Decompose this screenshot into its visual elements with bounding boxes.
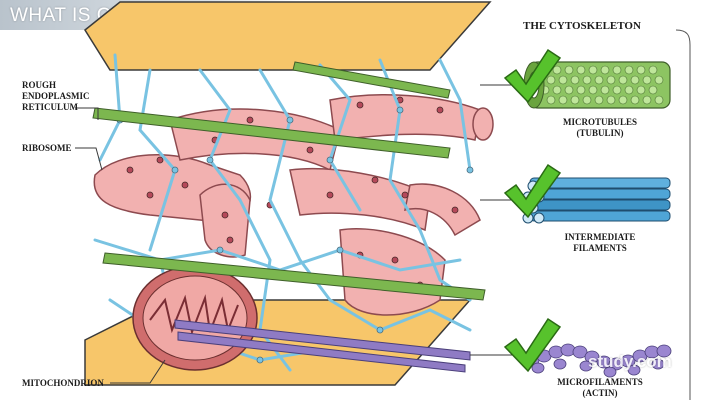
label-rough-er-line2: ENDOPLASMIC: [22, 91, 90, 101]
microtubule-rods: [92, 61, 486, 301]
label-rough-er-line3: RETICULUM: [22, 102, 79, 112]
label-microtubules-sub: (TUBULIN): [576, 128, 624, 138]
check-icon-3: [503, 317, 562, 373]
mitochondrion-shape: [132, 265, 258, 371]
label-microtubules: MICROTUBULES (TUBULIN): [530, 117, 670, 139]
actin-rods: [174, 319, 471, 373]
label-intermediate-sub: FILAMENTS: [573, 243, 627, 253]
label-rough-er-line1: ROUGH: [22, 80, 57, 90]
check-icons: [503, 48, 562, 373]
microtubule-illustration: [523, 61, 671, 109]
label-intermediate: INTERMEDIATE FILAMENTS: [530, 232, 670, 254]
top-plate: [84, 1, 492, 71]
label-microtubules-name: MICROTUBULES: [562, 117, 637, 127]
check-icon-1: [503, 48, 562, 104]
panel-bracket: [675, 29, 691, 400]
label-ribosome: RIBOSOME: [22, 143, 72, 153]
actin-illustration: [524, 343, 672, 378]
panel-title: THE CYTOSKELETON: [523, 20, 641, 32]
label-intermediate-name: INTERMEDIATE: [564, 232, 636, 242]
label-microfilaments: MICROFILAMENTS (ACTIN): [530, 377, 670, 399]
label-microfilaments-name: MICROFILAMENTS: [557, 377, 643, 387]
label-mitochondrion: MITOCHONDRION: [22, 378, 104, 388]
label-microfilaments-sub: (ACTIN): [582, 388, 618, 398]
check-icon-2: [503, 163, 562, 219]
label-rough-er: ROUGH ENDOPLASMIC RETICULUM: [22, 80, 90, 113]
study-watermark: study.com: [588, 352, 672, 371]
